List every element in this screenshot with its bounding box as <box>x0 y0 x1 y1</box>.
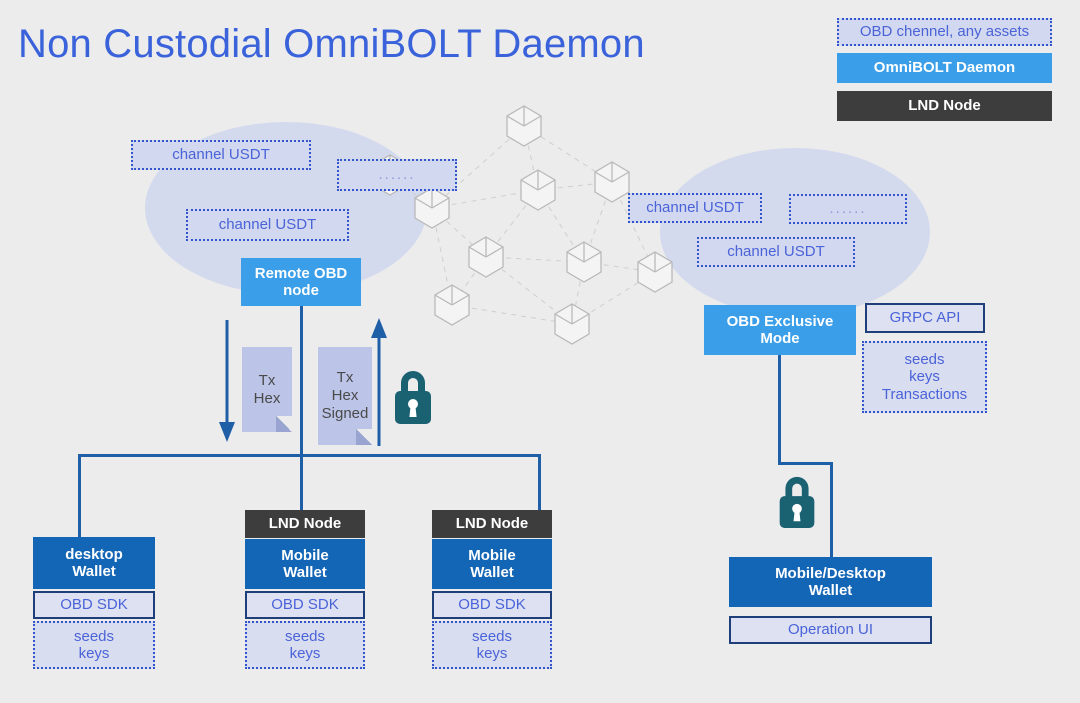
arrow-down-icon <box>219 320 235 442</box>
wallet-mobile-1-lnd-node[interactable]: LND Node <box>245 510 365 538</box>
obd-exclusive-mode-line2: Mode <box>760 330 800 347</box>
grpc-api-box[interactable]: GRPC API <box>865 303 985 333</box>
document-tx-hex-signed-line3: Signed <box>321 405 369 422</box>
wallet-mobile-2-header[interactable]: Mobile Wallet <box>432 539 552 589</box>
page-fold-icon <box>356 429 372 445</box>
wallet-mobile-1-secret-line1: seeds <box>284 627 326 645</box>
wallet-mobile-2-line1: Mobile <box>468 546 516 564</box>
left-channel-label-3: channel USDT <box>218 216 317 234</box>
right-secrets-box: seeds keys Transactions <box>862 341 987 413</box>
right-cluster-ellipse <box>660 148 930 316</box>
document-tx-hex-signed-line2: Hex <box>331 387 359 404</box>
wallet-stack-right: Mobile/Desktop Wallet Operation UI <box>729 557 932 644</box>
wallet-mobile-1-obd-sdk[interactable]: OBD SDK <box>245 591 365 619</box>
remote-obd-node[interactable]: Remote OBD node <box>241 258 361 306</box>
wallet-stack-mobile-1: LND Node Mobile Wallet OBD SDK seeds key… <box>245 510 365 669</box>
wallet-mobile-1-lnd-label: LND Node <box>268 515 342 533</box>
connector-horizontal-bus <box>78 454 540 457</box>
right-wallet-operation-ui-label: Operation UI <box>787 621 874 639</box>
wallet-desktop-header[interactable]: desktop Wallet <box>33 537 155 589</box>
right-secrets-line1: seeds <box>904 350 945 368</box>
connector-jog-to-right-wallet <box>830 462 833 557</box>
document-tx-hex-signed: Tx Hex Signed <box>318 347 372 445</box>
right-channel-label-3: channel USDT <box>727 243 825 261</box>
connector-bus-to-mobile-wallet-1 <box>300 454 303 510</box>
legend-item-lnd-node: LND Node <box>837 91 1052 121</box>
right-wallet-line2: Wallet <box>808 582 853 599</box>
connector-remote-obd-to-bus <box>300 306 303 454</box>
lock-icon-left <box>395 371 431 424</box>
right-channel-label-2: ...... <box>829 200 867 218</box>
wallet-desktop-obd-sdk[interactable]: OBD SDK <box>33 591 155 619</box>
legend-item-obd-channel: OBD chennel, any assets <box>837 18 1052 46</box>
wallet-mobile-2-secret-line2: keys <box>476 645 508 662</box>
wallet-mobile-1-obd-sdk-label: OBD SDK <box>271 596 339 614</box>
wallet-desktop-line2: Wallet <box>72 563 116 580</box>
legend-label-obd-channel: OBD chennel, any assets <box>859 23 1030 41</box>
document-tx-hex-signed-line1: Tx <box>336 369 354 386</box>
remote-obd-node-line1: Remote OBD <box>254 264 348 282</box>
right-channel-label-1: channel USDT <box>646 199 744 217</box>
right-channel-chip-1: channel USDT <box>628 193 762 223</box>
wallet-mobile-2-secret-line1: seeds <box>471 627 513 645</box>
remote-obd-node-line2: node <box>283 282 319 299</box>
right-secrets-line3: Transactions <box>881 385 968 403</box>
wallet-desktop-secret-line2: keys <box>78 645 110 662</box>
left-channel-chip-1: channel USDT <box>131 140 311 170</box>
left-channel-chip-2: ...... <box>337 159 457 191</box>
connector-bus-to-mobile-wallet-2 <box>538 454 541 510</box>
grpc-api-label: GRPC API <box>889 309 961 327</box>
legend: OBD chennel, any assets OmniBOLT Daemon … <box>837 18 1052 121</box>
right-wallet-line1: Mobile/Desktop <box>775 564 886 582</box>
wallet-mobile-1-secrets: seeds keys <box>245 621 365 669</box>
document-tx-hex: Tx Hex <box>242 347 292 432</box>
page-title: Non Custodial OmniBOLT Daemon <box>18 22 645 66</box>
wallet-desktop-secrets: seeds keys <box>33 621 155 669</box>
wallet-mobile-2-obd-sdk-label: OBD SDK <box>458 596 526 614</box>
arrow-up-icon <box>371 318 387 446</box>
wallet-mobile-1-line2: Wallet <box>283 564 327 581</box>
wallet-desktop-line1: desktop <box>65 545 123 563</box>
wallet-mobile-2-obd-sdk[interactable]: OBD SDK <box>432 591 552 619</box>
left-channel-label-2: ...... <box>378 166 416 184</box>
wallet-mobile-1-header[interactable]: Mobile Wallet <box>245 539 365 589</box>
right-channel-chip-3: channel USDT <box>697 237 855 267</box>
obd-exclusive-mode-line1: OBD Exclusive <box>726 312 834 330</box>
left-channel-label-1: channel USDT <box>172 146 270 164</box>
wallet-stack-mobile-2: LND Node Mobile Wallet OBD SDK seeds key… <box>432 510 552 669</box>
wallet-mobile-1-line1: Mobile <box>281 546 329 564</box>
wallet-mobile-2-line2: Wallet <box>470 564 514 581</box>
legend-label-lnd-node: LND Node <box>908 97 981 115</box>
lock-icon-right <box>779 476 815 528</box>
document-tx-hex-line2: Hex <box>253 389 281 407</box>
wallet-mobile-2-lnd-node[interactable]: LND Node <box>432 510 552 538</box>
connector-obd-exclusive-jog <box>778 462 833 465</box>
right-channel-chip-2: ...... <box>789 194 907 224</box>
right-wallet-operation-ui[interactable]: Operation UI <box>729 616 932 644</box>
wallet-stack-desktop: desktop Wallet OBD SDK seeds keys <box>33 537 155 669</box>
wallet-mobile-2-lnd-label: LND Node <box>455 515 529 533</box>
obd-exclusive-mode-node[interactable]: OBD Exclusive Mode <box>704 305 856 355</box>
right-wallet-header[interactable]: Mobile/Desktop Wallet <box>729 557 932 607</box>
document-tx-hex-line1: Tx <box>258 371 276 389</box>
connector-obd-exclusive-down <box>778 355 781 465</box>
wallet-mobile-2-secrets: seeds keys <box>432 621 552 669</box>
wallet-desktop-obd-sdk-label: OBD SDK <box>60 596 128 614</box>
legend-label-omnibolt-daemon: OmniBOLT Daemon <box>873 59 1016 77</box>
left-channel-chip-3: channel USDT <box>186 209 349 241</box>
wallet-desktop-secret-line1: seeds <box>73 627 115 645</box>
wallet-mobile-1-secret-line2: keys <box>289 645 321 662</box>
legend-item-omnibolt-daemon: OmniBOLT Daemon <box>837 53 1052 83</box>
right-secrets-line2: keys <box>909 368 940 386</box>
connector-bus-to-desktop-wallet <box>78 454 81 537</box>
page-fold-icon <box>276 416 292 432</box>
